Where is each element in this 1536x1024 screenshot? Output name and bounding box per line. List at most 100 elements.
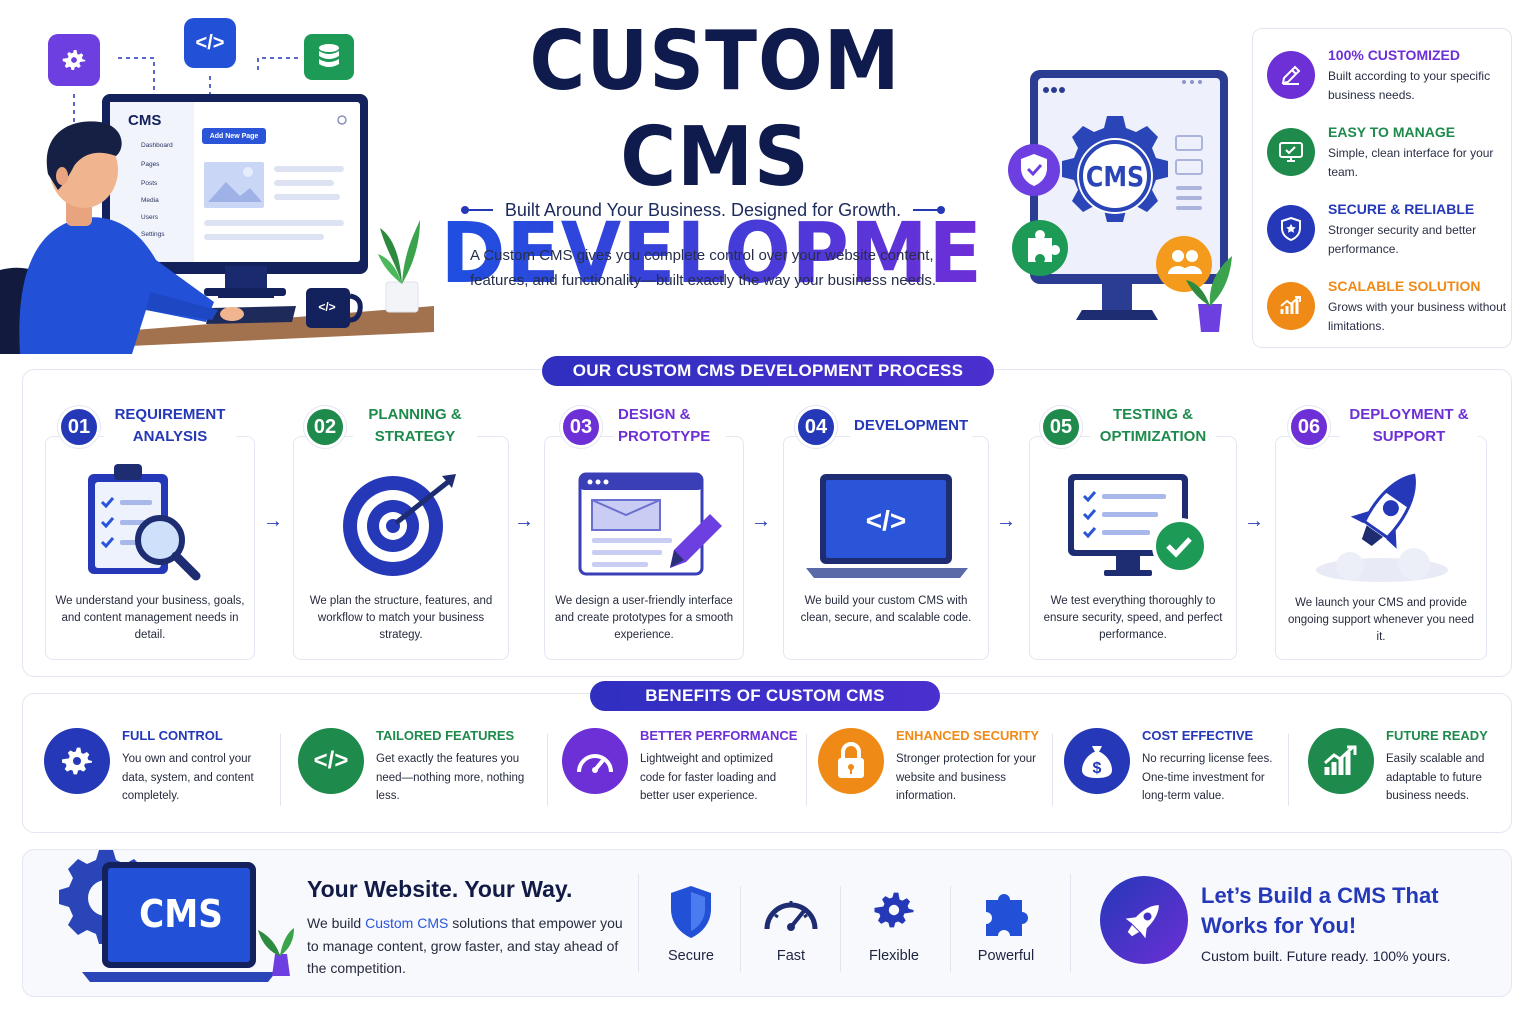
speedometer-icon bbox=[741, 884, 841, 940]
shield-icon bbox=[1267, 205, 1315, 253]
gear-icon bbox=[844, 884, 944, 940]
quality-item: Powerful bbox=[956, 884, 1056, 964]
tagline-rule-left bbox=[460, 206, 493, 214]
benefit-item: FULL CONTROL You own and control your da… bbox=[44, 726, 274, 806]
quality-label: Powerful bbox=[977, 948, 1035, 964]
title-line-1: CUSTOM CMS bbox=[529, 14, 901, 205]
bottom-title: Your Website. Your Way. bbox=[307, 876, 573, 902]
clipboard-magnifier-icon bbox=[82, 460, 212, 584]
quality-label: Flexible bbox=[869, 948, 919, 964]
title-line-2: DEVELOPMENT bbox=[440, 204, 1104, 302]
monitor-checklist-icon bbox=[1066, 472, 1216, 582]
desc-highlight: Custom CMS bbox=[365, 915, 449, 931]
pencil-icon bbox=[1267, 51, 1315, 99]
database-float-icon bbox=[304, 34, 354, 80]
feature-title: SCALABLE SOLUTION bbox=[1328, 278, 1481, 294]
cta-title: Let’s Build a CMS That Works for You! bbox=[1201, 883, 1439, 938]
mock-cms-menu: Dashboard Pages Posts Media Users Settin… bbox=[130, 142, 200, 248]
divider bbox=[280, 734, 281, 806]
rocket-icon bbox=[1310, 462, 1456, 586]
mock-cms-logo: CMS bbox=[128, 112, 162, 129]
step-desc: We test everything thoroughly to ensure … bbox=[1043, 595, 1223, 641]
benefit-desc: Easily scalable and adaptable to future … bbox=[1386, 753, 1485, 802]
quality-item: Fast bbox=[741, 884, 841, 964]
feature-title: EASY TO MANAGE bbox=[1328, 124, 1456, 140]
benefit-item: </> TAILORED FEATURES Get exactly the fe… bbox=[298, 726, 538, 806]
step-title-text: PLANNING & STRATEGY bbox=[368, 406, 462, 445]
benefits-heading: BENEFITS OF CUSTOM CMS bbox=[590, 681, 940, 711]
feature-desc: Grows with your business without limitat… bbox=[1328, 300, 1507, 333]
divider bbox=[950, 886, 951, 972]
step-desc: We launch your CMS and provide ongoing s… bbox=[1287, 597, 1475, 643]
step-title-text: DESIGN & PROTOTYPE bbox=[618, 406, 711, 445]
step-title: PLANNING & STRATEGY bbox=[353, 404, 477, 448]
tagline-rule-right bbox=[913, 206, 946, 214]
benefit-item: BETTER PERFORMANCE Lightweight and optim… bbox=[562, 726, 802, 806]
growth-chart-icon bbox=[1267, 282, 1315, 330]
benefit-title: COST EFFECTIVE bbox=[1142, 728, 1254, 743]
benefit-title: BETTER PERFORMANCE bbox=[640, 728, 798, 743]
step-title-text: DEVELOPMENT bbox=[854, 417, 969, 434]
benefit-title: FULL CONTROL bbox=[122, 728, 223, 743]
benefit-desc: No recurring license fees. One-time inve… bbox=[1142, 753, 1273, 802]
benefit-title: FUTURE READY bbox=[1386, 728, 1488, 743]
step-title: REQUIREMENT ANALYSIS bbox=[104, 404, 236, 448]
benefit-desc: Stronger protection for your website and… bbox=[896, 753, 1036, 802]
svg-text:$: $ bbox=[1093, 760, 1102, 777]
process-heading: OUR CUSTOM CMS DEVELOPMENT PROCESS bbox=[542, 356, 994, 386]
feature-desc: Stronger security and better performance… bbox=[1328, 223, 1477, 256]
feature-title: SECURE & RELIABLE bbox=[1328, 201, 1475, 217]
step-number: 04 bbox=[795, 406, 837, 448]
step-title: DEPLOYMENT & SUPPORT bbox=[1340, 404, 1478, 448]
benefit-item: $ COST EFFECTIVE No recurring license fe… bbox=[1064, 726, 1284, 806]
money-bag-icon: $ bbox=[1064, 728, 1130, 794]
feature-item: 100% CUSTOMIZED Built according to your … bbox=[1267, 47, 1507, 117]
gear-icon bbox=[44, 728, 110, 794]
cta-subtitle: Custom built. Future ready. 100% yours. bbox=[1201, 948, 1451, 964]
step-number: 03 bbox=[560, 406, 602, 448]
step-desc: We build your custom CMS with clean, sec… bbox=[800, 595, 972, 624]
arrow-right-icon: → bbox=[514, 510, 534, 532]
feature-desc: Built according to your specific busines… bbox=[1328, 69, 1491, 102]
step-number: 01 bbox=[58, 406, 100, 448]
feature-item: SECURE & RELIABLE Stronger security and … bbox=[1267, 201, 1507, 271]
divider bbox=[547, 734, 548, 806]
step-desc: We plan the structure, features, and wor… bbox=[309, 595, 493, 641]
tagline: Built Around Your Business. Designed for… bbox=[458, 198, 948, 222]
mock-menu-item: Dashboard bbox=[141, 142, 173, 149]
puzzle-icon bbox=[956, 884, 1056, 940]
feature-item: SCALABLE SOLUTION Grows with your busine… bbox=[1267, 278, 1507, 348]
feature-item: EASY TO MANAGE Simple, clean interface f… bbox=[1267, 124, 1507, 194]
arrow-right-icon: → bbox=[751, 510, 771, 532]
code-float-icon: </> bbox=[184, 18, 236, 68]
quality-label: Secure bbox=[668, 948, 714, 964]
process-step-card bbox=[293, 436, 509, 660]
benefit-desc: Get exactly the features you need—nothin… bbox=[376, 753, 525, 802]
laptop-cms-label: CMS bbox=[139, 892, 223, 936]
code-icon: </> bbox=[298, 728, 364, 794]
quality-item: Flexible bbox=[844, 884, 944, 964]
quality-label: Fast bbox=[776, 948, 806, 964]
settings-float-icon bbox=[48, 34, 100, 86]
step-desc: We understand your business, goals, and … bbox=[55, 595, 245, 641]
step-title: TESTING & OPTIMIZATION bbox=[1090, 404, 1216, 448]
laptop-gear-illustration bbox=[44, 850, 294, 988]
hero-illustration-right bbox=[1000, 60, 1250, 340]
hero-illustration-left bbox=[0, 14, 440, 354]
divider bbox=[638, 874, 639, 972]
process-section bbox=[22, 369, 1512, 677]
step-number: 02 bbox=[304, 406, 346, 448]
feature-desc: Simple, clean interface for your team. bbox=[1328, 146, 1494, 179]
step-title: DESIGN & PROTOTYPE bbox=[614, 404, 726, 448]
divider bbox=[1288, 734, 1289, 806]
divider bbox=[1070, 874, 1071, 972]
growth-chart-icon bbox=[1308, 728, 1374, 794]
rocket-icon bbox=[1100, 876, 1188, 964]
arrow-right-icon: → bbox=[1244, 510, 1264, 532]
hero-title: CUSTOM CMS DEVELOPMENT bbox=[420, 14, 1104, 302]
benefit-title: ENHANCED SECURITY bbox=[896, 728, 1040, 743]
divider bbox=[840, 886, 841, 972]
speedometer-icon bbox=[562, 728, 628, 794]
laptop-code-icon: </> bbox=[804, 472, 970, 582]
mug-code-label: </> bbox=[318, 300, 336, 314]
